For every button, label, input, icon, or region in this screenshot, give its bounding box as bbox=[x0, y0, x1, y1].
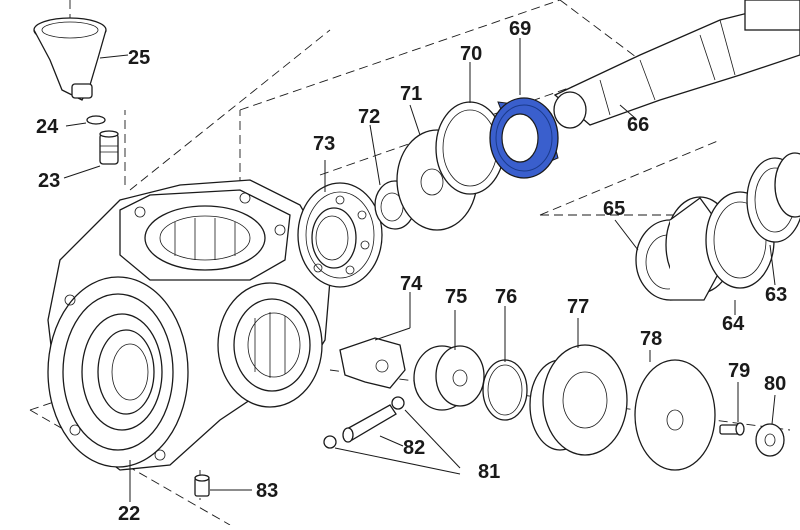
label-77: 77 bbox=[567, 296, 589, 318]
part-76-snap-ring bbox=[482, 359, 528, 421]
leader-lines bbox=[63, 38, 776, 502]
part-80-washer bbox=[755, 423, 785, 457]
part-25-funnel bbox=[33, 17, 107, 101]
label-63: 63 bbox=[765, 284, 787, 306]
part-69-bearing-highlighted bbox=[489, 97, 559, 179]
label-79: 79 bbox=[728, 360, 750, 382]
part-66-shaft bbox=[553, 0, 800, 129]
label-69: 69 bbox=[509, 18, 531, 40]
label-22: 22 bbox=[118, 503, 140, 525]
part-23-fitting bbox=[99, 130, 119, 165]
label-72: 72 bbox=[358, 106, 380, 128]
label-74: 74 bbox=[400, 273, 423, 295]
part-22-housing bbox=[47, 179, 331, 471]
label-24: 24 bbox=[36, 116, 59, 138]
part-73-bearing bbox=[297, 182, 383, 288]
part-77-cup bbox=[529, 344, 628, 456]
label-82: 82 bbox=[403, 437, 425, 459]
label-83: 83 bbox=[256, 480, 278, 502]
part-83-plug bbox=[194, 474, 210, 497]
part-78-disc bbox=[634, 359, 716, 471]
label-23: 23 bbox=[38, 170, 60, 192]
label-70: 70 bbox=[460, 43, 482, 65]
label-64: 64 bbox=[722, 313, 745, 335]
part-79-bolt bbox=[719, 422, 745, 436]
label-25: 25 bbox=[128, 47, 150, 69]
part-74-bracket bbox=[339, 337, 406, 389]
part-82-pin bbox=[342, 404, 397, 443]
part-75-piston bbox=[413, 345, 485, 411]
label-76: 76 bbox=[495, 286, 517, 308]
part-81-circlips bbox=[323, 396, 405, 449]
part-63-ring bbox=[746, 152, 800, 243]
part-24-o-ring bbox=[86, 115, 106, 125]
label-75: 75 bbox=[445, 286, 467, 308]
label-78: 78 bbox=[640, 328, 662, 350]
label-71: 71 bbox=[400, 83, 422, 105]
callout-labels: 25 24 23 22 83 73 72 71 70 69 66 65 64 6… bbox=[36, 18, 787, 525]
label-80: 80 bbox=[764, 373, 786, 395]
label-73: 73 bbox=[313, 133, 335, 155]
label-66: 66 bbox=[627, 114, 649, 136]
label-65: 65 bbox=[603, 198, 625, 220]
label-81: 81 bbox=[478, 461, 500, 483]
